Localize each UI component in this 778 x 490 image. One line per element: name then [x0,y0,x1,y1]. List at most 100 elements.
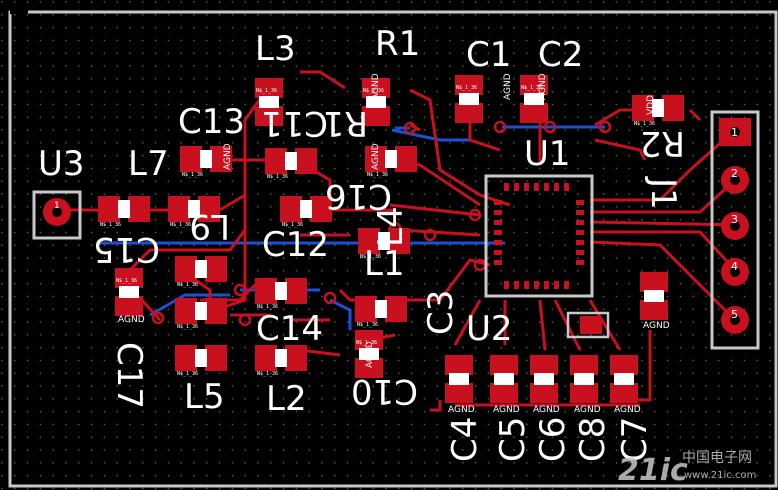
u3-footprint: 1 [32,190,82,240]
smd-pad [445,383,473,403]
smd-pad [98,196,120,222]
smd-pad [265,148,287,174]
label-c5: C5 [493,417,533,462]
smd-pad [255,345,277,371]
label-c3: C3 [421,290,461,335]
pad-net-label: N$_1_36 [363,88,384,94]
pad-pair-c4-pads [445,355,473,403]
smd-pad [285,345,307,371]
u2-agnd-label: AGND [643,321,670,331]
u1-footprint [484,174,594,298]
smd-pad [362,106,390,126]
pad-body [259,96,279,108]
pad-net-label: N$_1_36 [177,371,198,377]
smd-pad [662,95,684,121]
smd-pad [530,355,558,375]
smd-pad [355,330,383,350]
label-l1: L1 [364,244,405,284]
smd-pad [355,296,377,322]
pad-body [385,150,397,168]
pad-pair-c13: N$_1_36 [180,146,232,178]
pad-body [188,200,200,218]
pad-net-label: N$_1_36 [634,121,655,127]
pad-pair-c6-pads [530,355,558,403]
pad-body [652,99,664,117]
pad-pair-c7-pads [610,355,638,403]
smd-pad [640,300,668,320]
j1-pin5-number: 5 [731,308,738,321]
pad-pair-l7-left: N$_1_36 [98,196,150,228]
pad-body [195,260,207,278]
pad-pair-c1-pads: N$_1_36 [455,75,483,123]
smd-pad [385,296,407,322]
pad-pair-l5-bottom: N$_1_36 [175,345,227,377]
c6-agnd-label: AGND [533,405,560,415]
pad-net-label: N$_1_36 [456,85,477,91]
smd-pad [180,146,202,172]
smd-pad [358,228,380,254]
smd-pad [205,298,227,324]
label-u2: U2 [466,309,513,349]
c13-agnd-label: AGND [223,143,233,170]
pad-pair-r2-pads: N$_1_36 [632,95,684,127]
smd-pad [175,345,197,371]
label-l3: L3 [255,29,296,69]
j1-pin1-number: 1 [731,126,738,139]
watermark-cn: 中国电子网 [682,450,752,466]
smd-pad [115,296,143,316]
pad-net-label: N$_1_36 [256,88,277,94]
smd-pad [115,268,143,288]
c17-agnd-label: AGND [118,315,145,325]
pad-body [119,286,139,298]
c7-agnd-label: AGND [614,405,641,415]
c5-agnd-label: AGND [493,405,520,415]
label-u1: U1 [524,134,571,174]
pad-text-overlays: AGND AGND AGND AGND AGND VDD AGND AGND A… [118,73,670,415]
label-l5: L5 [184,377,225,417]
pad-pair-l4-pads: N$_1_36 [280,196,332,228]
smd-pad [530,383,558,403]
watermark-brand: 21ic [618,453,688,488]
watermark-url: www.21ic.com [684,470,756,481]
label-r1-mirror: R1 [323,103,368,143]
pad-body [195,302,207,320]
pad-body [378,232,390,250]
pad-net-label: N$_1_36 [367,172,388,178]
pad-body [200,150,212,168]
pad-body [366,96,386,108]
smd-pad [520,103,548,123]
smd-pad [168,196,190,222]
smd-pad [198,196,220,222]
pad-net-label: N$_1_36 [360,254,381,260]
label-r1: R1 [375,24,420,64]
pad-pair-c5-pads [490,355,518,403]
pad-body [574,373,594,385]
pad-net-label: N$_1_36 [100,222,121,228]
smd-pad [175,298,197,324]
pad-net-label: N$_1_36 [257,304,278,310]
pad-body [644,290,664,302]
pad-body [614,373,634,385]
smd-pad [490,383,518,403]
pad-pair-l5-top: N$_1_36 [175,298,227,330]
r2-vdd-label: VDD [646,95,656,115]
label-c6: C6 [533,417,573,462]
u2-footprint [566,311,610,339]
smd-pad [520,75,548,95]
silkscreen-labels: U3 L7 C13 L3 R1 C1 C2 U1 C12 L1 C14 U2 L… [38,24,685,462]
pad-pair-l7-right: N$_1_36 [168,196,220,228]
smd-pad [490,355,518,375]
pad-body [118,200,130,218]
smd-pad [175,256,197,282]
pad-pair-c17-pads: N$_1_36 [115,268,143,316]
label-c1: C1 [466,35,511,75]
smd-pad [355,358,383,378]
label-c10: C10 [351,371,418,411]
smd-pad [455,75,483,95]
pad-net-label: N$_1_36 [170,222,191,228]
label-j1: J1 [643,176,683,210]
smd-pad [395,146,417,172]
label-c4: C4 [445,417,485,462]
